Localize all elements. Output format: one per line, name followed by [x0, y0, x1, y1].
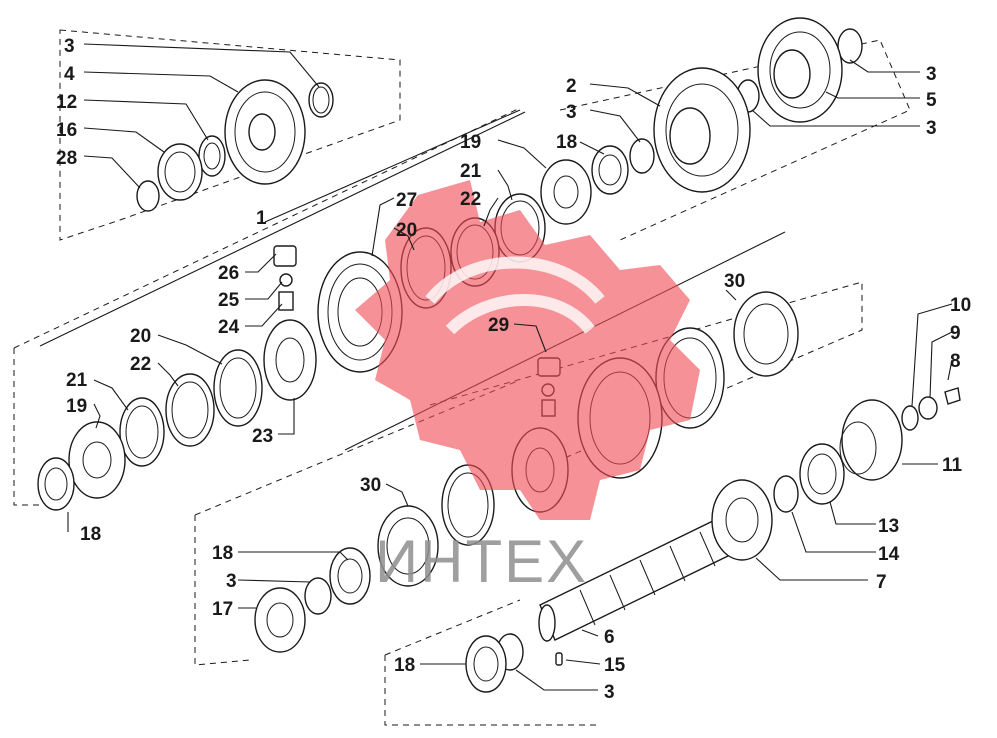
- callout-4: 4: [64, 64, 75, 85]
- ball-25: [279, 273, 293, 287]
- callout-22-b: 22: [460, 189, 481, 210]
- callout-5: 5: [926, 90, 937, 111]
- boundary-lower: [194, 379, 521, 666]
- callout-18-a: 18: [80, 524, 101, 545]
- callout-17: 17: [212, 599, 233, 620]
- callout-24: 24: [218, 317, 240, 338]
- callout-10: 10: [950, 295, 971, 316]
- washer-9: [918, 396, 938, 420]
- hub-19-b: [540, 159, 592, 225]
- pin-15: [555, 652, 563, 666]
- callout-18-c: 18: [212, 543, 233, 564]
- watermark-logo: ИНТЕХ: [355, 180, 700, 595]
- callout-labels: 3 4 12 16 28 1 26 25 24 20 22 21 19 18 2…: [56, 36, 971, 703]
- ring-18-d: [465, 635, 507, 693]
- washer-12: [198, 135, 226, 177]
- callout-8: 8: [950, 351, 961, 372]
- callout-7: 7: [876, 572, 887, 593]
- gear-7: [711, 479, 773, 561]
- callout-21-b: 21: [460, 161, 482, 182]
- callout-19-b: 19: [460, 132, 481, 153]
- callout-29: 29: [488, 315, 509, 336]
- callout-20-a: 20: [130, 326, 151, 347]
- watermark-text: ИНТЕХ: [375, 528, 588, 595]
- callout-3-d: 3: [926, 118, 937, 139]
- callout-22-a: 22: [130, 354, 151, 375]
- callout-25: 25: [218, 290, 240, 311]
- snap-ring-3-e: [304, 577, 332, 615]
- boundary-middle-left: [13, 107, 521, 506]
- watermark-gear-icon: [355, 180, 700, 520]
- ring-20-a: [213, 349, 263, 427]
- ring-21-a: [119, 397, 165, 467]
- callout-30-b: 30: [360, 475, 381, 496]
- callout-20-b: 20: [396, 220, 417, 241]
- callout-16: 16: [56, 120, 77, 141]
- callout-3-a: 3: [64, 36, 75, 57]
- circlip-28: [136, 180, 160, 212]
- washer-10: [901, 405, 919, 431]
- callout-27: 27: [396, 190, 417, 211]
- callout-23: 23: [252, 426, 273, 447]
- callout-30-a: 30: [724, 271, 745, 292]
- detent-26: [273, 245, 297, 267]
- callout-3-e: 3: [226, 571, 237, 592]
- flange-11: [841, 399, 903, 481]
- callout-2: 2: [566, 76, 577, 97]
- hub-19-a: [68, 421, 126, 499]
- boundary-bottom: [384, 599, 600, 726]
- boundary-upper-right: [559, 39, 911, 241]
- hub-23: [263, 319, 317, 401]
- bearing-13: [799, 443, 845, 505]
- callout-3-b: 3: [566, 102, 577, 123]
- callout-14: 14: [878, 544, 900, 565]
- callout-12: 12: [56, 92, 77, 113]
- spring-24: [278, 291, 294, 311]
- callout-26: 26: [218, 263, 239, 284]
- callout-13: 13: [878, 516, 899, 537]
- bolt-8: [944, 387, 961, 405]
- gear-17: [254, 587, 306, 653]
- callout-15: 15: [604, 655, 626, 676]
- washer-14: [773, 475, 799, 513]
- ring-18-a: [37, 457, 75, 511]
- callout-11: 11: [942, 455, 963, 476]
- ring-18-c: [329, 547, 371, 605]
- callout-28: 28: [56, 148, 77, 169]
- callout-6: 6: [604, 627, 615, 648]
- callout-9: 9: [950, 323, 961, 344]
- callout-1: 1: [256, 208, 267, 229]
- ring-18-b: [591, 145, 629, 195]
- leader-lines: [67, 43, 953, 691]
- boundary-upper-left: [59, 29, 401, 241]
- callout-18-d: 18: [394, 655, 415, 676]
- snap-ring-3-b: [629, 138, 655, 174]
- callout-18-b: 18: [556, 132, 577, 153]
- callout-3-c: 3: [926, 64, 937, 85]
- ring-22-a: [165, 373, 215, 447]
- callout-19-a: 19: [66, 396, 87, 417]
- group-line-1: [39, 109, 526, 347]
- callout-3-f: 3: [604, 682, 615, 703]
- callout-21-a: 21: [66, 370, 88, 391]
